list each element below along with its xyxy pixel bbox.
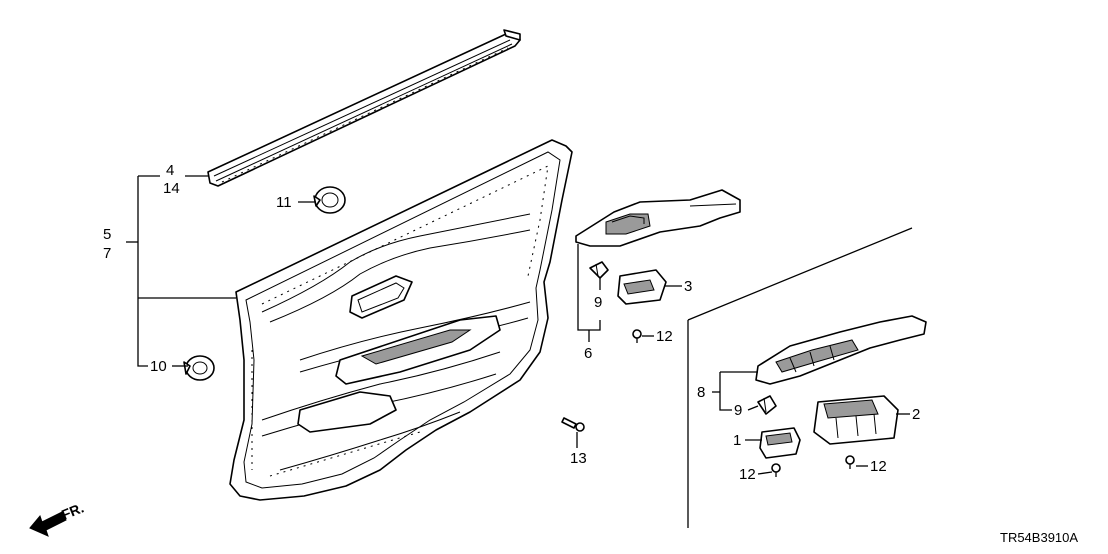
screw-upper-part <box>632 329 642 343</box>
grille-clip-part <box>313 186 346 214</box>
switch-part-1 <box>759 427 801 459</box>
callout-10: 10 <box>150 358 167 375</box>
separator-line <box>687 227 913 321</box>
switch-panel-upper-part <box>575 189 741 247</box>
front-arrow-icon <box>29 511 67 537</box>
callout-2: 2 <box>912 406 920 423</box>
screw-13-part <box>561 417 585 432</box>
callout-12-lower-right: 12 <box>870 458 887 475</box>
screw-lower-right-part <box>845 455 855 469</box>
switch-part-3 <box>617 269 667 305</box>
callout-13: 13 <box>570 450 587 467</box>
callout-7: 7 <box>103 245 111 262</box>
callout-14: 14 <box>163 180 180 197</box>
front-direction-indicator: FR. <box>29 499 86 537</box>
callout-11: 11 <box>276 194 292 211</box>
clip-upper-part <box>589 261 609 279</box>
diagram-code: TR54B3910A <box>1000 530 1078 545</box>
callout-12-lower-left: 12 <box>739 466 756 483</box>
callout-9-right: 9 <box>734 402 742 419</box>
callout-12-upper: 12 <box>656 328 673 345</box>
callout-9-upper: 9 <box>594 294 602 311</box>
callout-6: 6 <box>584 345 592 362</box>
callout-1: 1 <box>733 432 741 449</box>
master-switch-part <box>813 395 899 445</box>
callout-3: 3 <box>684 278 692 295</box>
weatherstrip-part <box>207 29 521 187</box>
door-lining-part <box>229 139 573 501</box>
clip-right-part <box>757 395 777 415</box>
trim-clip-part <box>183 355 215 381</box>
switch-panel-master-part <box>755 315 927 385</box>
callout-8: 8 <box>697 384 705 401</box>
callout-4: 4 <box>166 162 174 179</box>
front-direction-label: FR. <box>59 499 86 522</box>
callout-5: 5 <box>103 226 111 243</box>
leader-lines <box>126 175 910 475</box>
screw-lower-left-part <box>771 463 781 477</box>
